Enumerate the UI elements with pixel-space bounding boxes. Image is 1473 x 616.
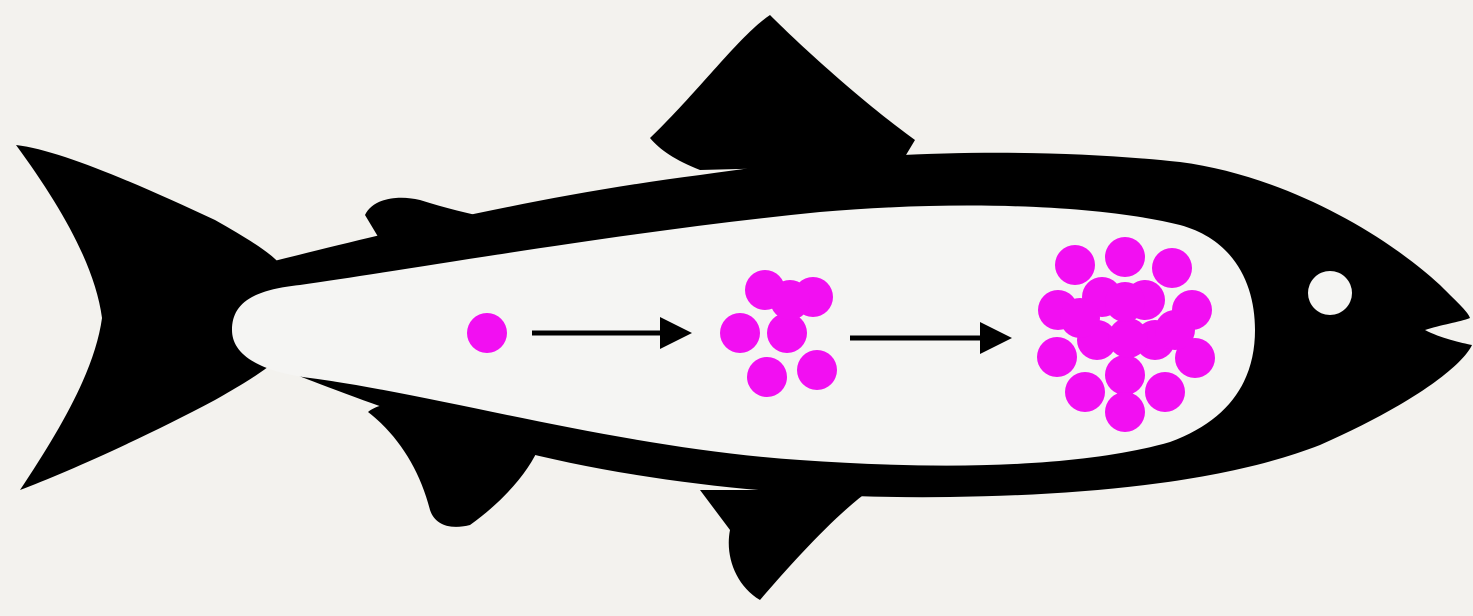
cell-dot-icon xyxy=(1065,372,1105,412)
single-cell-group xyxy=(467,313,507,353)
cell-dot-icon xyxy=(1155,310,1195,350)
cell-dot-icon xyxy=(1105,282,1145,322)
cell-dot-icon xyxy=(467,313,507,353)
fish-eye xyxy=(1308,271,1352,315)
cell-dot-icon xyxy=(720,313,760,353)
cell-dot-icon xyxy=(1152,248,1192,288)
cell-dot-icon xyxy=(1108,318,1148,358)
cell-dot-icon xyxy=(1037,337,1077,377)
cell-dot-icon xyxy=(1060,298,1100,338)
cell-dot-icon xyxy=(1105,355,1145,395)
cell-dot-icon xyxy=(747,357,787,397)
cell-dot-icon xyxy=(1105,237,1145,277)
cell-dot-icon xyxy=(770,280,810,320)
cell-dot-icon xyxy=(1055,245,1095,285)
cell-dot-icon xyxy=(797,350,837,390)
cell-dot-icon xyxy=(1145,372,1185,412)
cell-dot-icon xyxy=(1105,392,1145,432)
